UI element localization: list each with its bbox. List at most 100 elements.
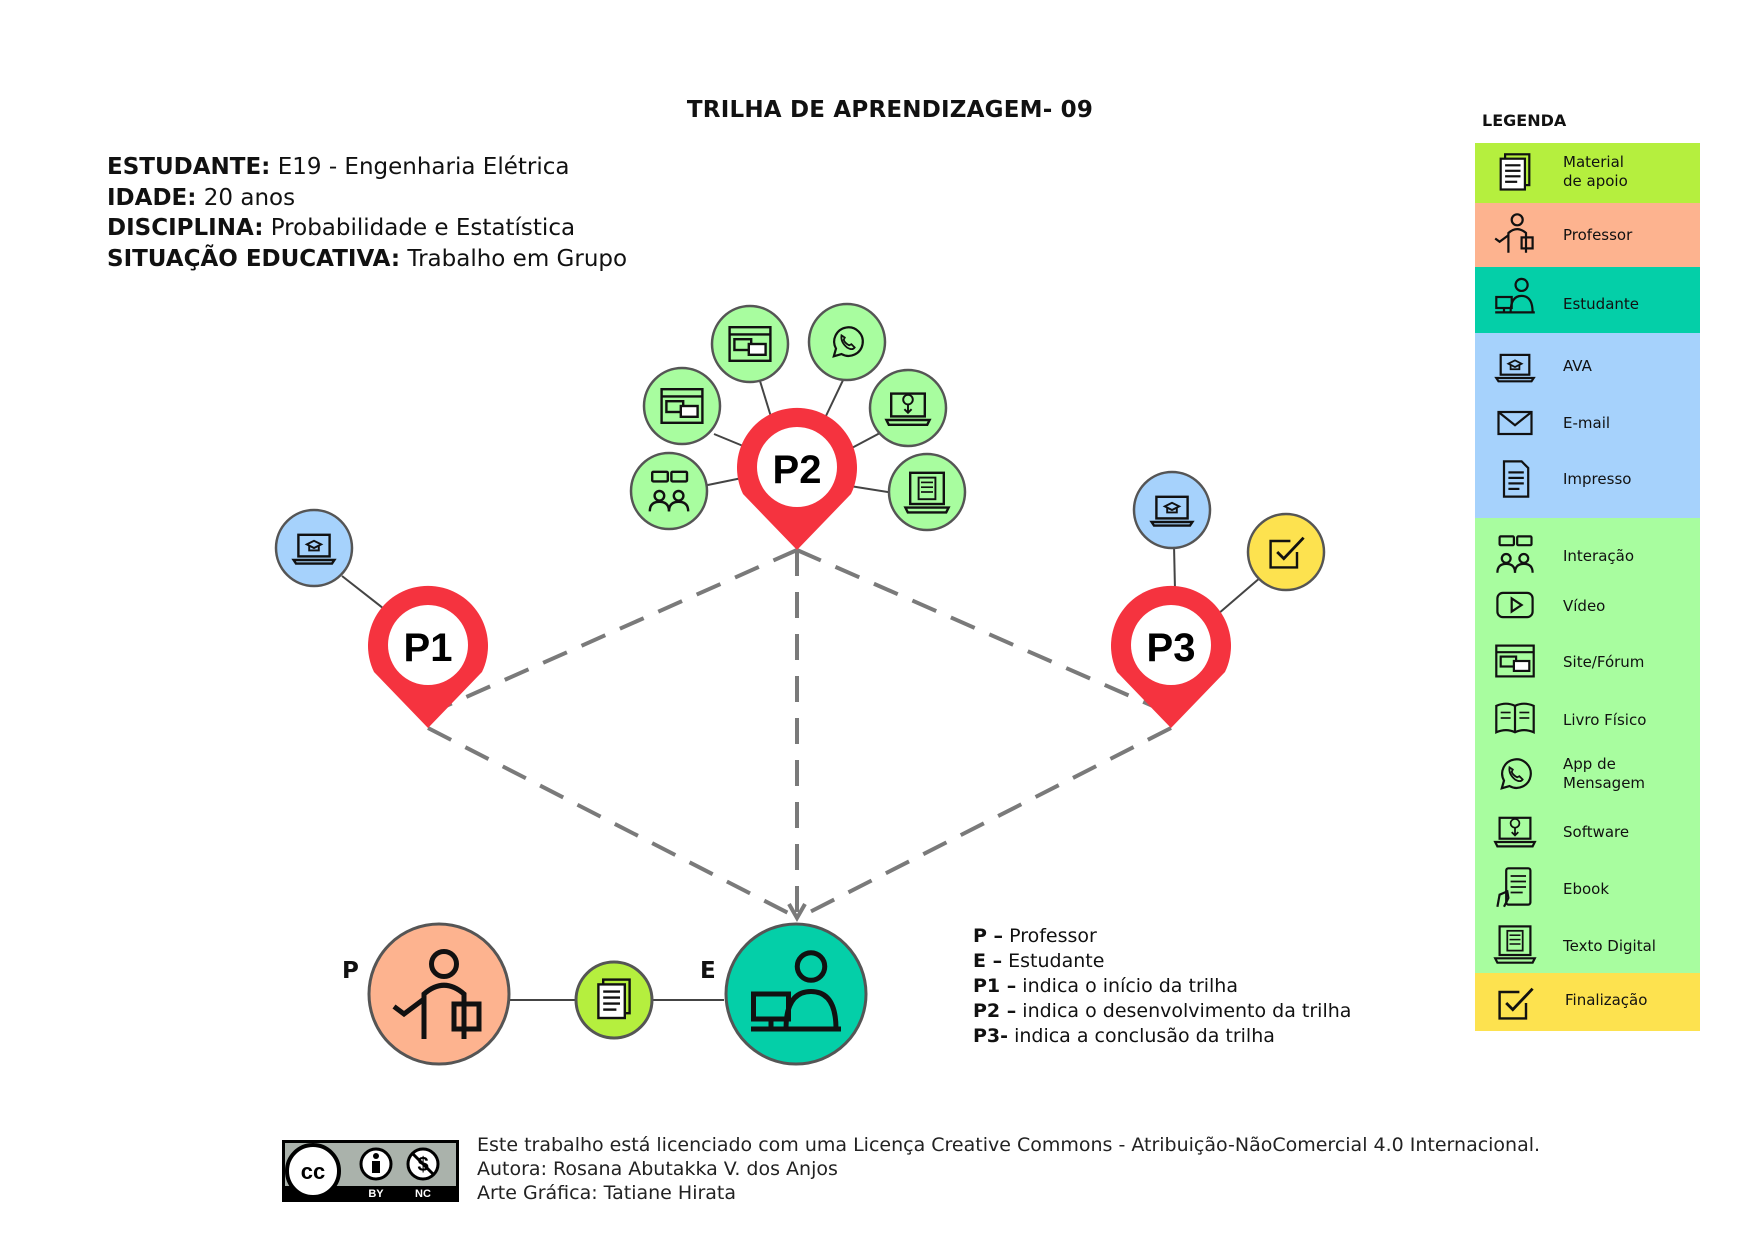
discipline-label: DISCIPLINA: [107, 215, 264, 241]
legend-item-label: Impresso [1563, 470, 1632, 488]
play-button-icon [1493, 583, 1537, 627]
document-stack-icon [1493, 151, 1537, 195]
legend-item-finish: Finalização [1475, 973, 1700, 1031]
author-text: Autora: Rosana Abutakka V. dos Anjos [477, 1158, 838, 1180]
laptop-download-icon [1493, 809, 1537, 853]
legend-item-label: Texto Digital [1563, 937, 1656, 955]
legend-item-label: Vídeo [1563, 597, 1606, 615]
people-chat-icon [1493, 532, 1537, 576]
notes: P – Professor E – Estudante P1 – indica … [973, 924, 1351, 1049]
p3-resource-finish [1246, 512, 1326, 592]
trail-lines [427, 548, 1172, 920]
legend-item-label: Livro Físico [1563, 711, 1647, 729]
note-item: P – Professor [973, 924, 1351, 949]
note-key: P – [973, 925, 1004, 947]
p2-resource-digital-text [887, 452, 967, 532]
age-value: 20 anos [203, 184, 296, 211]
p3-resource-ava [1132, 470, 1212, 550]
legend-item-label: Estudante [1563, 295, 1640, 313]
student-computer-icon [1493, 275, 1537, 319]
arrowhead-to-student [787, 903, 807, 923]
legend-group-blue: AVA E-mail Impresso [1475, 333, 1700, 518]
art-credit-text: Arte Gráfica: Tatiane Hirata [477, 1182, 737, 1204]
tablet-reader-icon [1493, 865, 1537, 909]
pin-p2-label: P2 [773, 448, 822, 492]
student-info: ESTUDANTE: E19 - Engenharia Elétrica IDA… [107, 152, 627, 274]
student-label: ESTUDANTE: [107, 154, 271, 180]
legend-item-professor: Professor [1475, 203, 1700, 267]
person-icon [373, 1153, 379, 1159]
professor-icon [1493, 211, 1537, 255]
note-item: P1 – indica o início da trilha [973, 974, 1351, 999]
trail-p1-e [427, 726, 799, 920]
whatsapp-icon [1493, 752, 1537, 796]
support-material-node [574, 960, 654, 1040]
legend-item-label: Material de apoio [1563, 153, 1628, 190]
pin-p2: P2 [737, 407, 857, 550]
age-label: IDADE: [107, 184, 197, 211]
p2-resource-forum-left [642, 366, 722, 446]
resource-connectors [341, 367, 1262, 1001]
legend-item-label: Professor [1563, 226, 1633, 244]
note-key: P3- [973, 1025, 1009, 1047]
note-text: Professor [1003, 925, 1097, 947]
laptop-graduation-icon [1493, 345, 1537, 389]
cc-text: cc [301, 1159, 325, 1184]
legend-item-label: Software [1563, 823, 1630, 841]
nc-text: NC [415, 1188, 431, 1200]
legend-item-student: Estudante [1475, 267, 1700, 333]
printed-document-icon [1493, 457, 1537, 501]
license-footer: Este trabalho está licenciado com uma Li… [477, 1133, 1540, 1205]
trail-p2-p3 [796, 548, 1172, 716]
legend-item-material: Material de apoio [1475, 143, 1700, 203]
student-value: E19 - Engenharia Elétrica [277, 154, 570, 180]
legend-item-label: Site/Fórum [1563, 653, 1645, 671]
note-text: Estudante [1002, 950, 1105, 972]
open-book-icon [1493, 696, 1537, 740]
diagram-title: TRILHA DE APRENDIZAGEM- 09 [686, 97, 1094, 123]
p1-resource-ava [274, 508, 354, 588]
discipline-value: Probabilidade e Estatística [270, 215, 576, 241]
student-row: ESTUDANTE: E19 - Engenharia Elétrica [107, 152, 627, 183]
note-item: P3- indica a conclusão da trilha [973, 1024, 1351, 1049]
envelope-icon [1493, 401, 1537, 445]
legend-item-label: Interação [1563, 547, 1635, 565]
legend-group-green: Interação Vídeo Site/Fórum Livro Físico … [1475, 518, 1700, 973]
situation-value: Trabalho em Grupo [407, 245, 628, 272]
note-text: indica o desenvolvimento da trilha [1016, 1000, 1352, 1022]
note-key: E – [973, 950, 1003, 972]
legend-item-label: Finalização [1565, 991, 1648, 1009]
situation-row: SITUAÇÃO EDUCATIVA: Trabalho em Grupo [107, 244, 627, 275]
legend-title: LEGENDA [1482, 111, 1567, 130]
laptop-text-icon [1493, 922, 1537, 966]
pin-p3-label: P3 [1147, 626, 1196, 670]
situation-label: SITUAÇÃO EDUCATIVA: [107, 245, 401, 272]
trail-p3-e [797, 726, 1172, 920]
document-stack-icon [597, 978, 631, 1020]
browser-chat-icon [1493, 639, 1537, 683]
note-text: indica a conclusão da trilha [1008, 1025, 1275, 1047]
legend-item-label: Ebook [1563, 880, 1610, 898]
note-item: E – Estudante [973, 949, 1351, 974]
license-text: Este trabalho está licenciado com uma Li… [477, 1134, 1541, 1156]
trail-p1-p2 [427, 548, 798, 716]
creative-commons-badge: cc $ BY NC [282, 1140, 459, 1202]
legend-item-label: App de Mensagem [1563, 755, 1646, 792]
discipline-row: DISCIPLINA: Probabilidade e Estatística [107, 213, 627, 244]
p2-resource-software [868, 368, 948, 448]
checkbox-icon [1493, 981, 1537, 1025]
pin-p1-label: P1 [404, 626, 453, 670]
legend-item-label: E-mail [1563, 414, 1611, 432]
legend-item-label: AVA [1563, 357, 1592, 375]
note-text: indica o início da trilha [1016, 975, 1238, 997]
professor-node [367, 922, 511, 1066]
note-key: P2 – [973, 1000, 1017, 1022]
note-item: P2 – indica o desenvolvimento da trilha [973, 999, 1351, 1024]
student-node [724, 922, 868, 1066]
age-row: IDADE: 20 anos [107, 183, 627, 214]
p2-resource-interaction [629, 451, 709, 531]
p2-resource-whatsapp [807, 302, 887, 382]
student-node-label: E [700, 958, 716, 984]
pin-p3: P3 [1111, 585, 1231, 728]
